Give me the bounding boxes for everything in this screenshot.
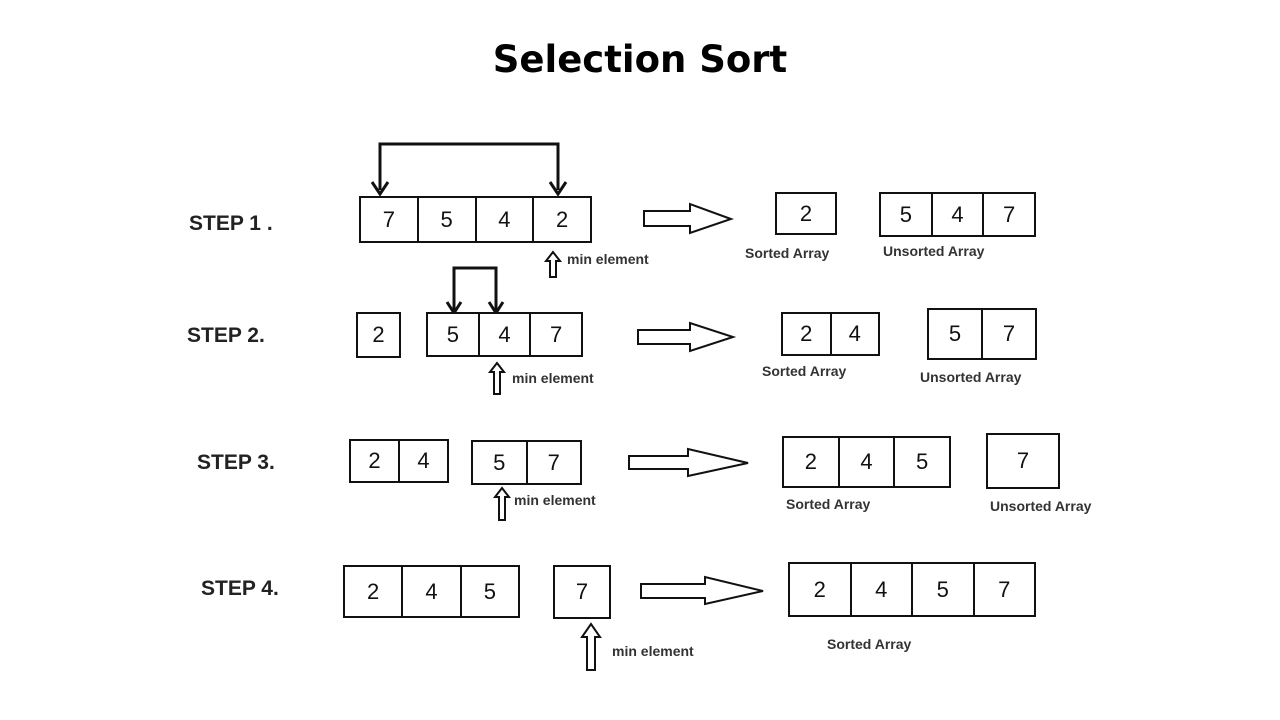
sorted-part-array: 2 4	[349, 439, 449, 483]
array-cell: 5	[929, 310, 983, 358]
diagram-title: Selection Sort	[492, 38, 788, 81]
result-arrow-step4-icon	[640, 575, 764, 606]
step-label: STEP 3.	[197, 451, 275, 474]
unsorted-array: 7	[986, 433, 1060, 489]
array-cell: 5	[483, 578, 496, 604]
min-arrow-step1-icon	[543, 250, 563, 278]
unsorted-array-label: Unsorted Array	[920, 369, 1022, 385]
sorted-array-label: Sorted Array	[827, 636, 912, 652]
unsorted-array: 5 7	[927, 308, 1037, 360]
array-cell: 7	[998, 576, 1011, 602]
input-array: 7 5 4 2	[359, 196, 592, 243]
min-element-label: min element	[514, 492, 596, 508]
array-cell: 5	[916, 449, 929, 474]
unsorted-array: 5 4 7	[879, 192, 1036, 237]
array-cell: 5	[913, 564, 975, 615]
sorted-array: 2 4 5 7	[788, 562, 1036, 617]
result-arrow-step1-icon	[643, 202, 734, 235]
sorted-array-label: Sorted Array	[745, 245, 830, 261]
array-cell: 4	[480, 314, 532, 355]
array-cell: 4	[848, 321, 861, 346]
array-cell: 4	[403, 567, 462, 616]
step-label: STEP 2.	[187, 324, 265, 347]
sorted-part-array: 2	[356, 312, 401, 358]
sorted-array: 2 4 5	[782, 436, 951, 488]
array-cell: 5	[473, 442, 528, 483]
array-cell: 4	[933, 194, 985, 235]
array-cell: 2	[799, 200, 813, 226]
sorted-array-label: Sorted Array	[762, 363, 847, 379]
step-label: STEP 1 .	[189, 212, 273, 235]
min-element-label: min element	[567, 251, 649, 267]
min-arrow-step3-icon	[492, 486, 512, 521]
result-arrow-step3-icon	[628, 447, 749, 478]
array-cell: 2	[784, 438, 840, 486]
result-arrow-step2-icon	[637, 321, 737, 353]
input-array: 5 7	[471, 440, 582, 485]
sorted-part-array: 2 4 5	[343, 565, 520, 618]
array-cell: 7	[1003, 201, 1016, 227]
array-cell: 2	[790, 564, 852, 615]
array-cell: 4	[477, 198, 535, 241]
input-array: 5 4 7	[426, 312, 583, 357]
swap-bracket-step1	[370, 142, 568, 197]
array-cell: 7	[361, 198, 419, 241]
array-cell: 7	[547, 449, 560, 475]
array-cell: 2	[345, 567, 404, 616]
array-cell: 4	[417, 448, 430, 473]
array-cell: 4	[840, 438, 896, 486]
sorted-array-label: Sorted Array	[786, 496, 871, 512]
array-cell: 5	[428, 314, 480, 355]
array-cell: 7	[575, 579, 589, 604]
unsorted-array-label: Unsorted Array	[990, 498, 1092, 514]
unsorted-array-label: Unsorted Array	[883, 243, 985, 259]
array-cell: 7	[550, 321, 563, 347]
sorted-array: 2 4	[781, 312, 880, 356]
min-arrow-step2-icon	[487, 361, 507, 395]
array-cell: 2	[783, 314, 832, 354]
array-cell: 2	[372, 322, 385, 347]
min-arrow-step4-icon	[580, 622, 602, 671]
step-label: STEP 4.	[201, 577, 279, 600]
array-cell: 7	[1016, 448, 1030, 473]
swap-bracket-step2	[445, 266, 505, 316]
array-cell: 2	[556, 206, 569, 232]
min-element-label: min element	[512, 370, 594, 386]
array-cell: 5	[419, 198, 477, 241]
min-element-label: min element	[612, 643, 694, 659]
array-cell: 4	[852, 564, 913, 615]
array-cell: 7	[1002, 321, 1016, 346]
input-array: 7	[553, 565, 611, 619]
array-cell: 5	[881, 194, 933, 235]
array-cell: 2	[351, 441, 400, 481]
sorted-array: 2	[775, 192, 837, 235]
